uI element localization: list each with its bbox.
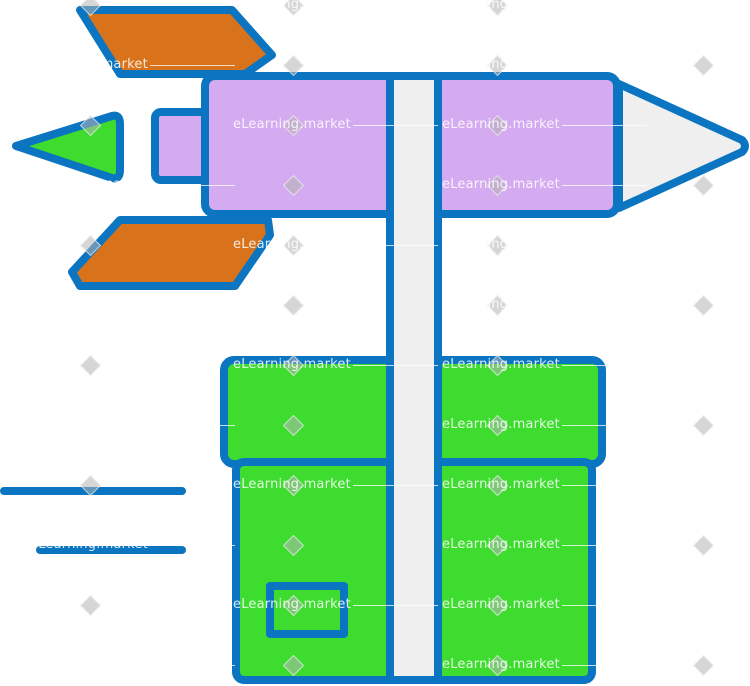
- ribbon-strap: [386, 72, 442, 684]
- box-label: [266, 582, 348, 638]
- rocket-bottom-fin: [68, 216, 274, 290]
- rocket-top-fin: [76, 6, 276, 78]
- rocket-flame: [12, 111, 124, 183]
- rocket-nose: [615, 80, 749, 212]
